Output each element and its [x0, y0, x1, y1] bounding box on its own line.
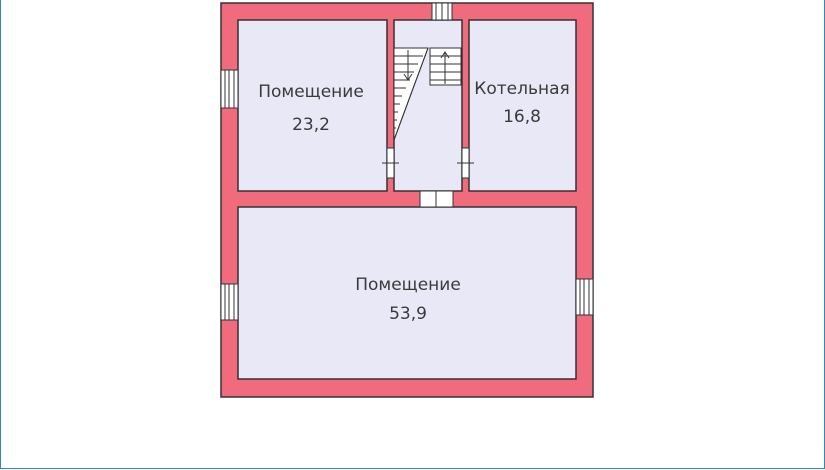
room-bottom-name: Помещение: [355, 275, 461, 295]
room-top-left[interactable]: [237, 19, 388, 192]
room-bottom[interactable]: [237, 206, 577, 380]
window-top: [431, 2, 453, 21]
room-top-left-name: Помещение: [258, 82, 364, 102]
window-right-lower: [575, 278, 594, 316]
door-boiler-room: [457, 147, 474, 179]
room-boiler[interactable]: [468, 19, 577, 192]
room-bottom-area: 53,9: [389, 304, 427, 324]
room-boiler-name: Котельная: [474, 79, 569, 99]
window-left-lower: [220, 283, 239, 321]
staircase: [393, 47, 462, 141]
door-left-room: [382, 147, 399, 179]
room-top-left-area: 23,2: [292, 115, 330, 135]
door-bottom-room: [419, 190, 454, 208]
window-left-upper: [220, 69, 239, 109]
room-boiler-area: 16,8: [503, 107, 541, 127]
